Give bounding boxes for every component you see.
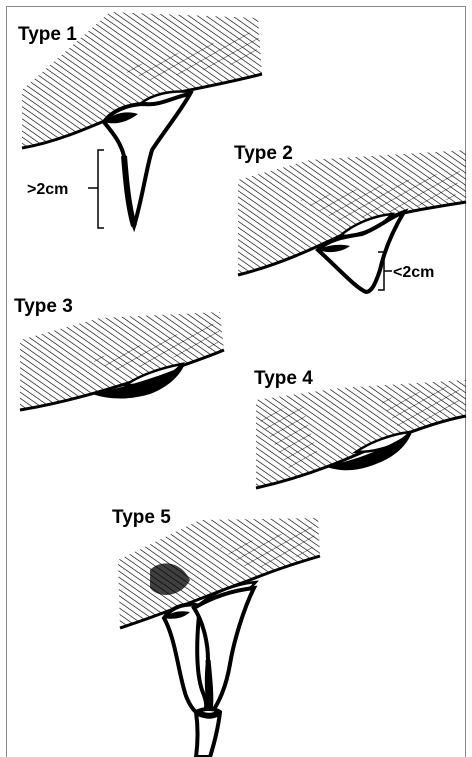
type-1-measure-bracket (88, 150, 104, 228)
type-2-label: Type 2 (234, 143, 293, 164)
type-1-tract (104, 94, 190, 226)
type-3-panel: Type 3 (14, 296, 224, 410)
type-4-panel: Type 4 (254, 368, 466, 488)
type-5-label: Type 5 (112, 507, 171, 528)
type-2-panel: Type 2 <2cm (234, 143, 466, 292)
type-4-label: Type 4 (254, 368, 313, 389)
type-1-panel: Type 1 >2cm (18, 12, 262, 228)
type-2-measure-label: <2cm (393, 264, 434, 281)
type-1-measure-label: >2cm (27, 181, 68, 198)
type-5-panel: Type 5 (112, 507, 320, 757)
type-3-label: Type 3 (14, 296, 73, 317)
type-1-label: Type 1 (18, 24, 77, 45)
